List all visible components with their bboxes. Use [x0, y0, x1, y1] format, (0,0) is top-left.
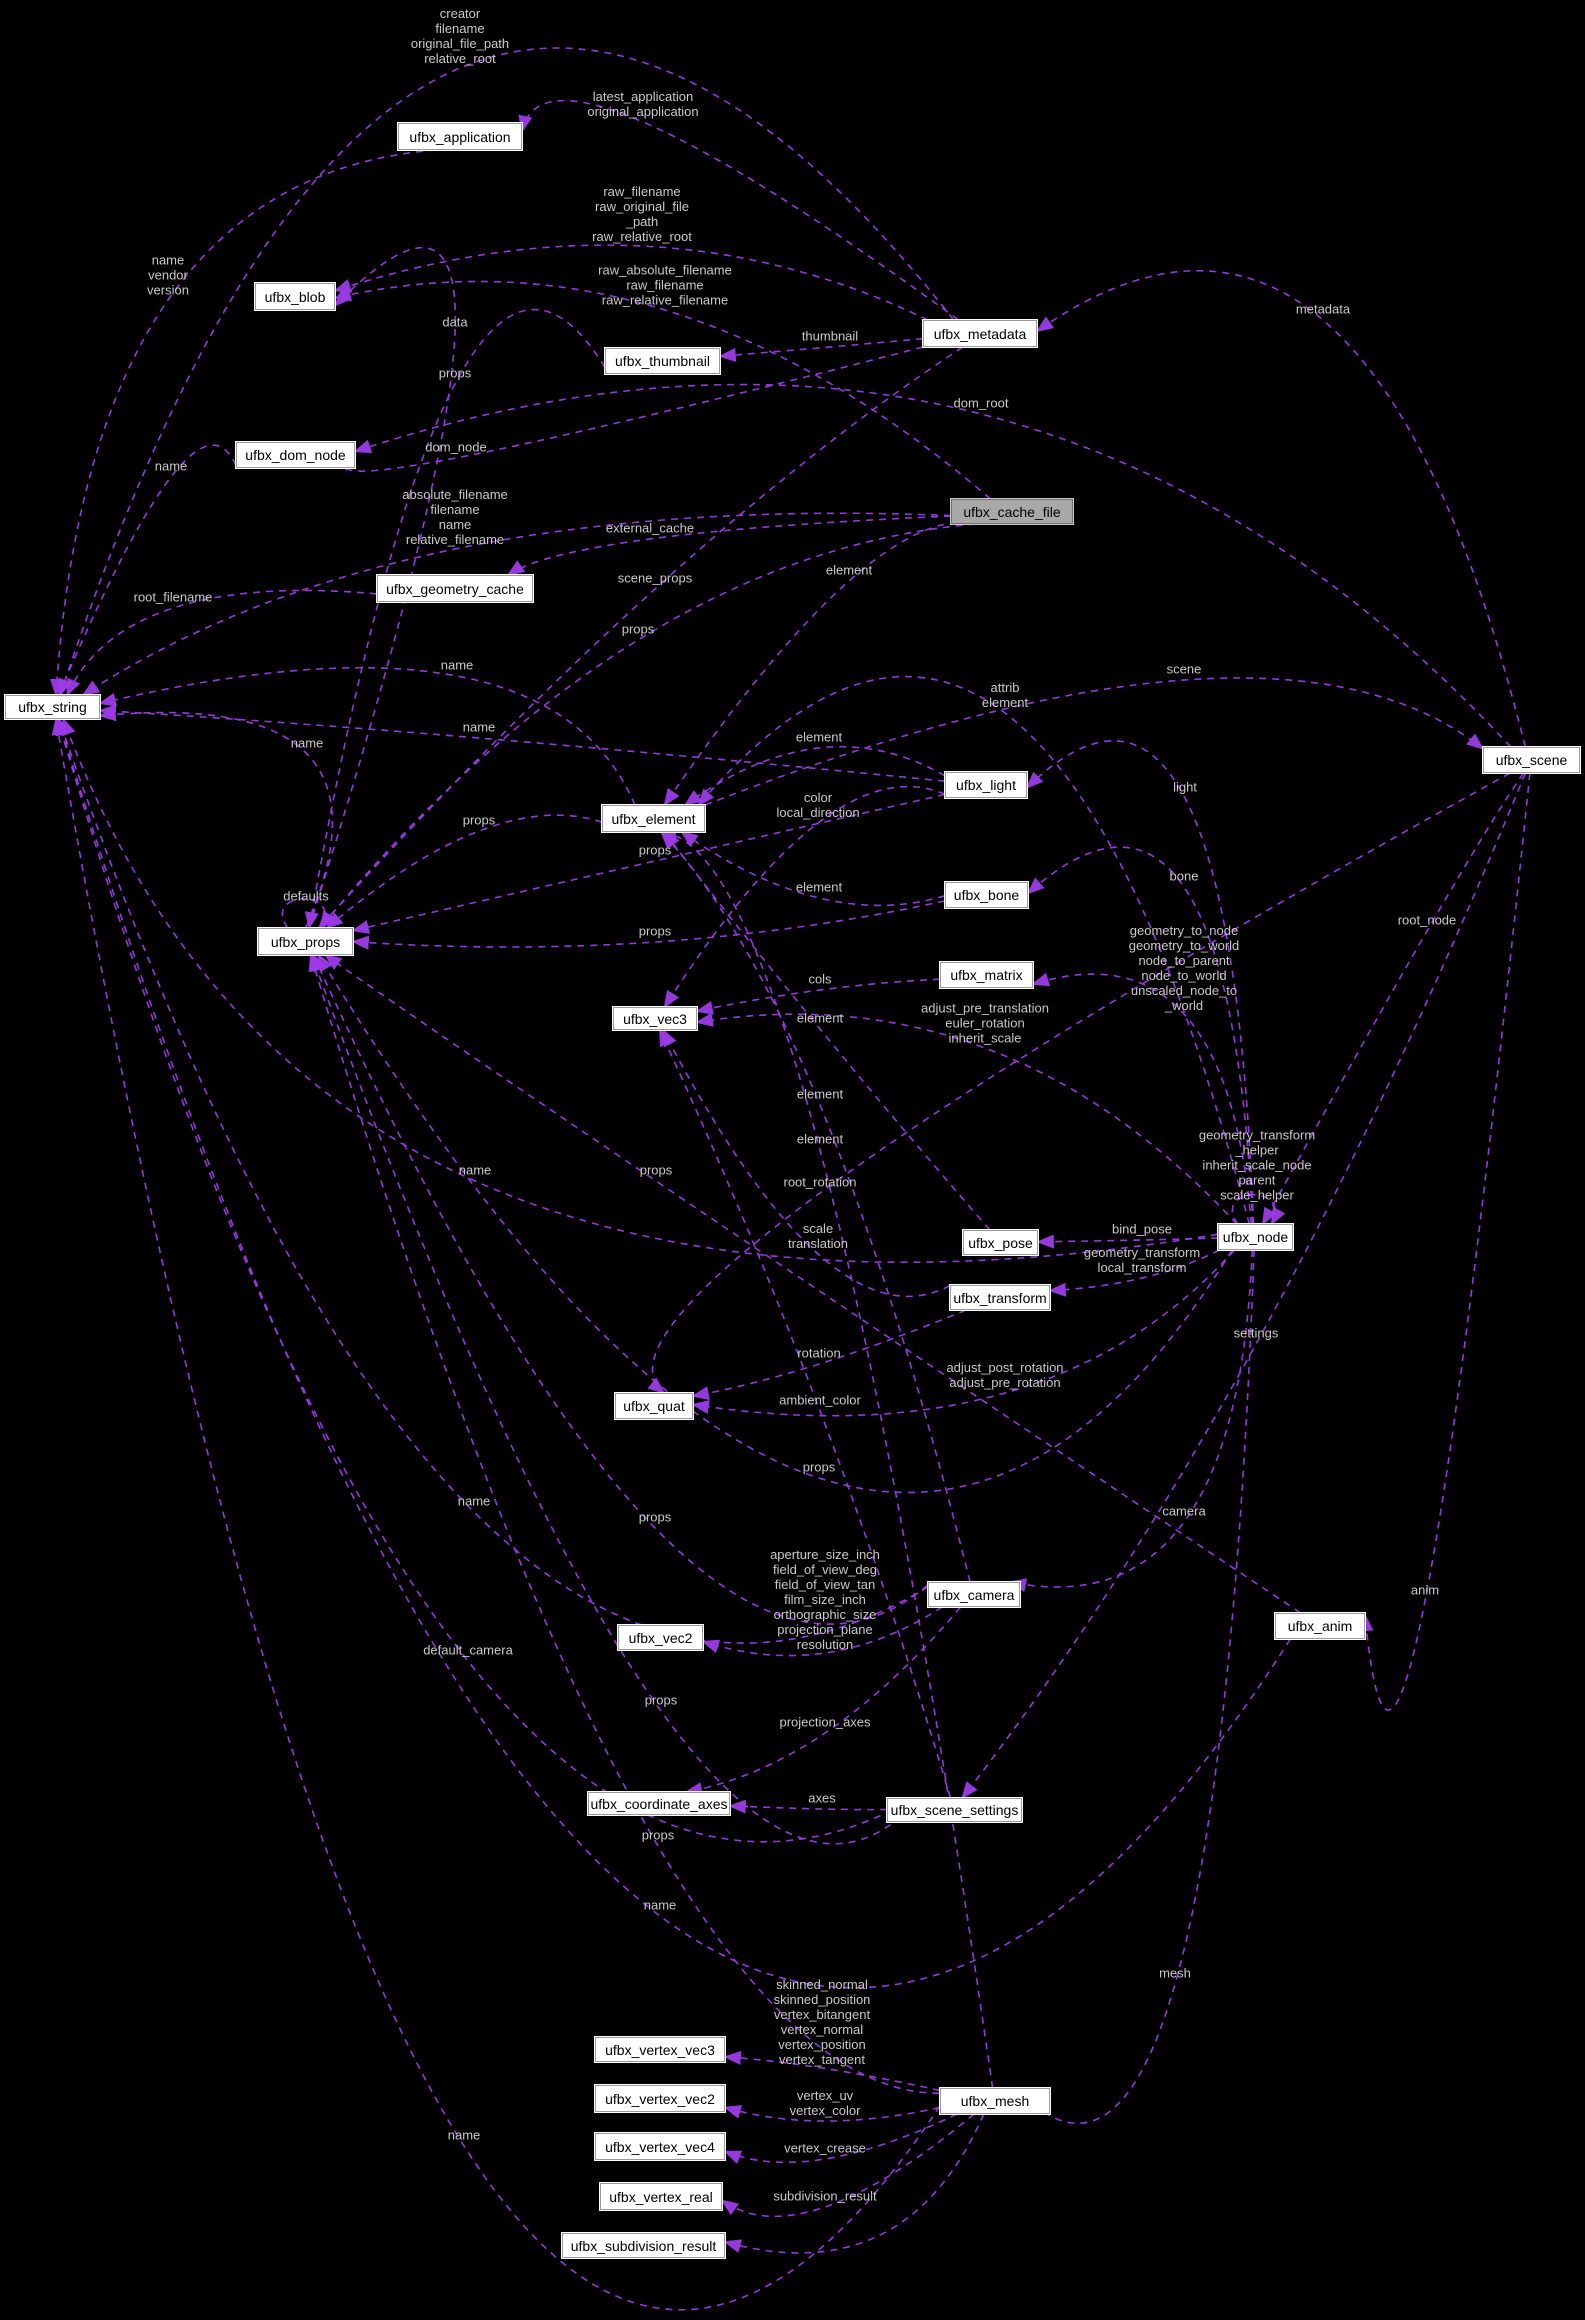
struct-node-ufbx_vertex_vec4[interactable]: ufbx_vertex_vec4: [595, 2133, 725, 2160]
edge-ufbx_cache_file-ufbx_element: [663, 521, 983, 807]
edge-ufbx_mesh-ufbx_subdivision_result: [723, 2113, 985, 2254]
edge-ufbx_scene-ufbx_anim: [1359, 772, 1531, 1711]
edge-ufbx_node-ufbx_vec3: [695, 1012, 1238, 1225]
edge-ufbx_light-ufbx_props: [351, 793, 946, 934]
edge-ufbx_element-ufbx_scene: [704, 677, 1485, 806]
edge-ufbx_thumbnail-ufbx_props: [304, 308, 606, 930]
edge-ufbx_scene-ufbx_node: [1261, 772, 1525, 1226]
struct-node-ufbx_vec3[interactable]: ufbx_vec3: [613, 1007, 697, 1030]
struct-node-ufbx_anim[interactable]: ufbx_anim: [1275, 1613, 1365, 1639]
edge-ufbx_anim-ufbx_string: [56, 717, 1292, 1989]
edge-ufbx_mesh-ufbx_props: [308, 953, 979, 2094]
edge-ufbx_cache_file-ufbx_props: [319, 523, 976, 930]
struct-node-ufbx_light[interactable]: ufbx_light: [945, 772, 1027, 798]
edge-ufbx_bone-ufbx_props: [351, 900, 946, 950]
edge-ufbx_metadata-ufbx_application: [518, 99, 959, 321]
edge-ufbx_props-ufbx_string: [98, 707, 333, 929]
edge-ufbx_light-ufbx_vec3: [663, 785, 946, 1009]
edge-ufbx_node-ufbx_mesh: [1013, 1249, 1255, 2125]
edge-ufbx_node-ufbx_element: [697, 675, 1251, 1225]
edge-ufbx_transform-ufbx_quat: [691, 1309, 967, 1401]
edge-ufbx_node-ufbx_string: [62, 717, 1219, 1263]
edge-ufbx_bone-ufbx_element: [680, 830, 946, 907]
edge-ufbx_application-ufbx_string: [49, 149, 436, 697]
edge-ufbx_cache_file-ufbx_string: [81, 512, 952, 696]
edge-ufbx_camera-ufbx_element: [660, 830, 971, 1583]
edge-ufbx_node-ufbx_light: [1025, 740, 1255, 1225]
struct-node-ufbx_string[interactable]: ufbx_string: [5, 695, 100, 719]
edge-ufbx_mesh-ufbx_string: [51, 717, 941, 2311]
struct-node-ufbx_coordinate_axes[interactable]: ufbx_coordinate_axes: [588, 1792, 730, 1815]
edge-ufbx_scene-ufbx_metadata: [1035, 269, 1527, 748]
edge-ufbx_node-ufbx_camera: [1008, 1249, 1253, 1593]
edge-ufbx_props-ufbx_blob: [308, 247, 457, 929]
edge-ufbx_anim-ufbx_props: [323, 953, 1302, 1614]
edge-ufbx_pose-ufbx_element: [663, 830, 991, 1231]
struct-node-ufbx_quat[interactable]: ufbx_quat: [615, 1393, 693, 1419]
edge-ufbx_metadata-ufbx_dom_node: [338, 346, 924, 472]
struct-node-ufbx_geometry_cache[interactable]: ufbx_geometry_cache: [377, 575, 533, 602]
struct-node-ufbx_subdivision_result[interactable]: ufbx_subdivision_result: [562, 2233, 725, 2258]
edge-ufbx_props-ufbx_props: [281, 897, 336, 930]
struct-node-ufbx_thumbnail[interactable]: ufbx_thumbnail: [605, 348, 720, 374]
edge-ufbx_metadata-ufbx_string: [58, 47, 955, 697]
edge-ufbx_mesh-ufbx_vertex_vec3: [723, 2050, 941, 2092]
struct-node-ufbx_props[interactable]: ufbx_props: [258, 928, 353, 955]
edge-ufbx_scene-ufbx_scene_settings: [961, 772, 1527, 1800]
edge-ufbx_dom_node-ufbx_string: [57, 444, 237, 697]
edge-ufbx_element-ufbx_string: [98, 666, 636, 806]
edge-ufbx_metadata-ufbx_blob: [333, 244, 929, 321]
edge-ufbx_cache_file-ufbx_blob: [333, 280, 992, 500]
struct-node-ufbx_node[interactable]: ufbx_node: [1218, 1224, 1293, 1250]
struct-node-ufbx_vertex_vec3[interactable]: ufbx_vertex_vec3: [595, 2037, 725, 2062]
edge-ufbx_camera-ufbx_coordinate_axes: [684, 1606, 962, 1797]
edge-ufbx_scene-ufbx_quat: [647, 772, 1511, 1395]
edge-ufbx_mesh-ufbx_vertex_real: [720, 2113, 975, 2218]
edge-ufbx_mesh-ufbx_element: [658, 825, 994, 2089]
struct-node-ufbx_element[interactable]: ufbx_element: [602, 805, 705, 832]
edge-ufbx_geometry_cache-ufbx_string: [66, 589, 378, 697]
struct-node-ufbx_dom_node[interactable]: ufbx_dom_node: [236, 442, 355, 468]
edge-ufbx_scene_settings-ufbx_string: [55, 717, 916, 1843]
edge-ufbx_scene-ufbx_dom_node: [353, 383, 1512, 748]
struct-node-ufbx_scene_settings[interactable]: ufbx_scene_settings: [887, 1798, 1022, 1822]
edge-ufbx_node-ufbx_props: [317, 953, 1233, 1494]
edge-ufbx_node-ufbx_matrix: [1031, 972, 1253, 1225]
edge-ufbx_node-ufbx_pose: [1036, 1234, 1219, 1249]
edge-ufbx_mesh-ufbx_vertex_vec4: [723, 2113, 958, 2164]
struct-node-ufbx_metadata[interactable]: ufbx_metadata: [923, 320, 1037, 347]
edge-ufbx_camera-ufbx_vec2: [701, 1606, 943, 1657]
struct-node-ufbx_cache_file[interactable]: ufbx_cache_file: [951, 499, 1073, 524]
edge-ufbx_cache_file-ufbx_geometry_cache: [506, 515, 952, 576]
struct-node-ufbx_vertex_real[interactable]: ufbx_vertex_real: [600, 2183, 722, 2210]
edge-ufbx_node-ufbx_quat: [691, 1249, 1236, 1417]
edge-ufbx_scene_settings-ufbx_coordinate_axes: [728, 1799, 888, 1814]
edge-ufbx_element-ufbx_props: [325, 814, 603, 930]
edge-ufbx_matrix-ufbx_vec3: [695, 978, 941, 1015]
edge-ufbx_node-ufbx_transform: [1048, 1249, 1220, 1297]
struct-node-ufbx_bone[interactable]: ufbx_bone: [945, 882, 1028, 908]
struct-node-ufbx_camera[interactable]: ufbx_camera: [928, 1582, 1020, 1607]
edge-ufbx_scene_settings-ufbx_vec3: [659, 1028, 952, 1799]
edge-ufbx_metadata-ufbx_thumbnail: [718, 337, 924, 362]
struct-node-ufbx_pose[interactable]: ufbx_pose: [963, 1230, 1038, 1255]
struct-node-ufbx_blob[interactable]: ufbx_blob: [255, 283, 335, 310]
edge-ufbx_scene_settings-ufbx_props: [310, 953, 920, 1845]
struct-node-ufbx_scene[interactable]: ufbx_scene: [1483, 747, 1580, 773]
edge-ufbx_transform-ufbx_vec3: [662, 1028, 951, 1298]
edge-ufbx_camera-ufbx_props: [312, 953, 929, 1625]
edge-ufbx_mesh-ufbx_vertex_vec2: [723, 2105, 941, 2122]
struct-node-ufbx_transform[interactable]: ufbx_transform: [950, 1285, 1050, 1310]
struct-node-ufbx_vertex_vec2[interactable]: ufbx_vertex_vec2: [595, 2085, 725, 2112]
struct-node-ufbx_matrix[interactable]: ufbx_matrix: [940, 962, 1033, 988]
edge-ufbx_node-ufbx_node: [1231, 1193, 1286, 1226]
edge-ufbx_light-ufbx_string: [98, 704, 946, 782]
struct-node-ufbx_vec2[interactable]: ufbx_vec2: [618, 1625, 703, 1650]
edge-ufbx_camera-ufbx_string: [57, 717, 929, 1644]
edge-ufbx_metadata-ufbx_props: [317, 346, 964, 930]
struct-node-ufbx_application[interactable]: ufbx_application: [398, 123, 522, 150]
struct-node-ufbx_mesh[interactable]: ufbx_mesh: [940, 2088, 1050, 2114]
edge-ufbx_light-ufbx_element: [683, 746, 946, 807]
